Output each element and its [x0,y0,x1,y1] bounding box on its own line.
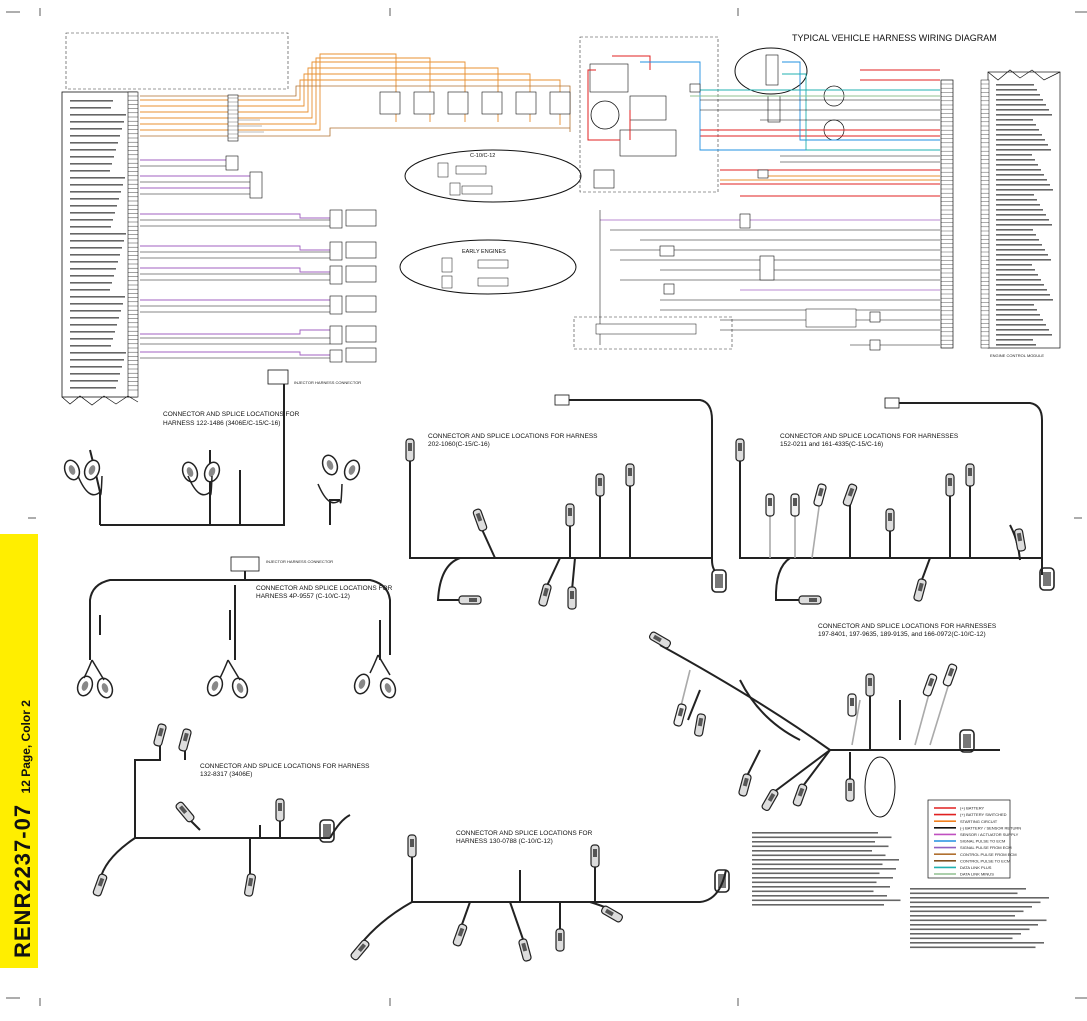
left-schematic: C-10/C-12 EARLY ENGINES [61,32,582,406]
harness-132-8317: CONNECTOR AND SPLICE LOCATIONS FOR HARNE… [92,723,370,897]
legend-item: CONTROL PULSE FROM ECM [934,852,1017,857]
legend-item: SIGNAL PULSE FROM ECM [934,845,1012,850]
legend-item: (+) BATTERY [934,806,985,811]
svg-text:CONNECTOR AND SPLICE LOCATIONS: CONNECTOR AND SPLICE LOCATIONS FOR HARNE… [818,623,997,630]
legend-item: CONTROL PULSE TO ECM [934,858,1010,863]
legend-item: SIGNAL PULSE TO ECM [934,839,1005,844]
svg-text:INJECTOR HARNESS CONNECTOR: INJECTOR HARNESS CONNECTOR [294,380,361,385]
harness-122-1486: CONNECTOR AND SPLICE LOCATIONS FOR HARNE… [63,369,361,526]
document-id-band: RENR2237-07 12 Page, Color 2 [0,534,38,968]
harness-197-8401: CONNECTOR AND SPLICE LOCATIONS FOR HARNE… [648,623,1000,818]
svg-text:CONTROL PULSE TO ECM: CONTROL PULSE TO ECM [960,858,1010,863]
svg-text:HARNESS 130-0788 (C-10/C-12): HARNESS 130-0788 (C-10/C-12) [456,838,553,845]
svg-text:197-8401, 197-9635, 189-9135,: 197-8401, 197-9635, 189-9135, and 166-09… [818,631,986,638]
svg-text:STARTING CIRCUIT: STARTING CIRCUIT [960,819,998,824]
legend-item: SENSOR / ACTUATOR SUPPLY [934,832,1019,837]
legend-item: STARTING CIRCUIT [934,819,998,824]
svg-text:(-) BATTERY / SENSOR RETURN: (-) BATTERY / SENSOR RETURN [960,825,1021,830]
svg-text:(+) BATTERY: (+) BATTERY [960,806,985,811]
right-schematic: ENGINE CONTROL MODULE [573,36,1061,358]
ecm-right-label: ENGINE CONTROL MODULE [990,353,1044,358]
legend-item: (+) BATTERY SWITCHED [934,812,1007,817]
svg-text:SIGNAL PULSE FROM ECM: SIGNAL PULSE FROM ECM [960,845,1012,850]
svg-text:DATA LINK PLUS: DATA LINK PLUS [960,865,992,870]
svg-text:INJECTOR HARNESS CONNECTOR: INJECTOR HARNESS CONNECTOR [266,559,333,564]
harness-4p-9557: INJECTOR HARNESS CONNECTOR CONNECTOR AND… [76,556,397,699]
svg-text:CONTROL PULSE FROM ECM: CONTROL PULSE FROM ECM [960,852,1017,857]
legend-item: DATA LINK MINUS [934,872,994,877]
callout-c10-c12: C-10/C-12 [470,153,495,159]
svg-text:132-8317 (3406E): 132-8317 (3406E) [200,771,252,778]
svg-text:SENSOR / ACTUATOR SUPPLY: SENSOR / ACTUATOR SUPPLY [960,832,1019,837]
svg-text:152-0211 and 161-4335(C-15/C-1: 152-0211 and 161-4335(C-15/C-16) [780,441,883,448]
svg-text:HARNESS 122-1486 (3406E/C-15/C: HARNESS 122-1486 (3406E/C-15/C-16) [163,420,280,427]
notes-text [752,832,1049,949]
harness-130-0788: CONNECTOR AND SPLICE LOCATIONS FOR HARNE… [350,830,727,962]
svg-text:CONNECTOR AND SPLICE LOCATIONS: CONNECTOR AND SPLICE LOCATIONS FOR HARNE… [428,433,598,440]
legend-item: DATA LINK PLUS [934,865,992,870]
svg-text:CONNECTOR AND SPLICE LOCATIONS: CONNECTOR AND SPLICE LOCATIONS FOR [256,585,393,592]
wire-color-legend: (+) BATTERY(+) BATTERY SWITCHED STARTING … [927,799,1021,879]
diagram-title: TYPICAL VEHICLE HARNESS WIRING DIAGRAM [792,33,997,43]
svg-text:CONNECTOR AND SPLICE LOCATIONS: CONNECTOR AND SPLICE LOCATIONS FOR [163,411,300,418]
harness-202-1060: CONNECTOR AND SPLICE LOCATIONS FOR HARNE… [319,394,1055,893]
callout-early-engines: EARLY ENGINES [462,249,506,255]
harness-152-0211: CONNECTOR AND SPLICE LOCATIONS FOR HARNE… [735,397,1043,605]
svg-text:CONNECTOR AND SPLICE LOCATIONS: CONNECTOR AND SPLICE LOCATIONS FOR HARNE… [780,433,959,440]
crop-marks [6,8,1087,1006]
svg-text:DATA LINK MINUS: DATA LINK MINUS [960,872,994,877]
svg-text:CONNECTOR AND SPLICE LOCATIONS: CONNECTOR AND SPLICE LOCATIONS FOR HARNE… [200,763,370,770]
legend-item: (-) BATTERY / SENSOR RETURN [934,825,1021,830]
svg-text:SIGNAL PULSE TO ECM: SIGNAL PULSE TO ECM [960,839,1005,844]
svg-text:CONNECTOR AND SPLICE LOCATIONS: CONNECTOR AND SPLICE LOCATIONS FOR [456,830,593,837]
svg-text:HARNESS 4P-9557 (C-10/C-12): HARNESS 4P-9557 (C-10/C-12) [256,593,350,600]
svg-text:202-1060(C-15/C-16): 202-1060(C-15/C-16) [428,441,490,448]
svg-text:(+) BATTERY SWITCHED: (+) BATTERY SWITCHED [960,812,1007,817]
